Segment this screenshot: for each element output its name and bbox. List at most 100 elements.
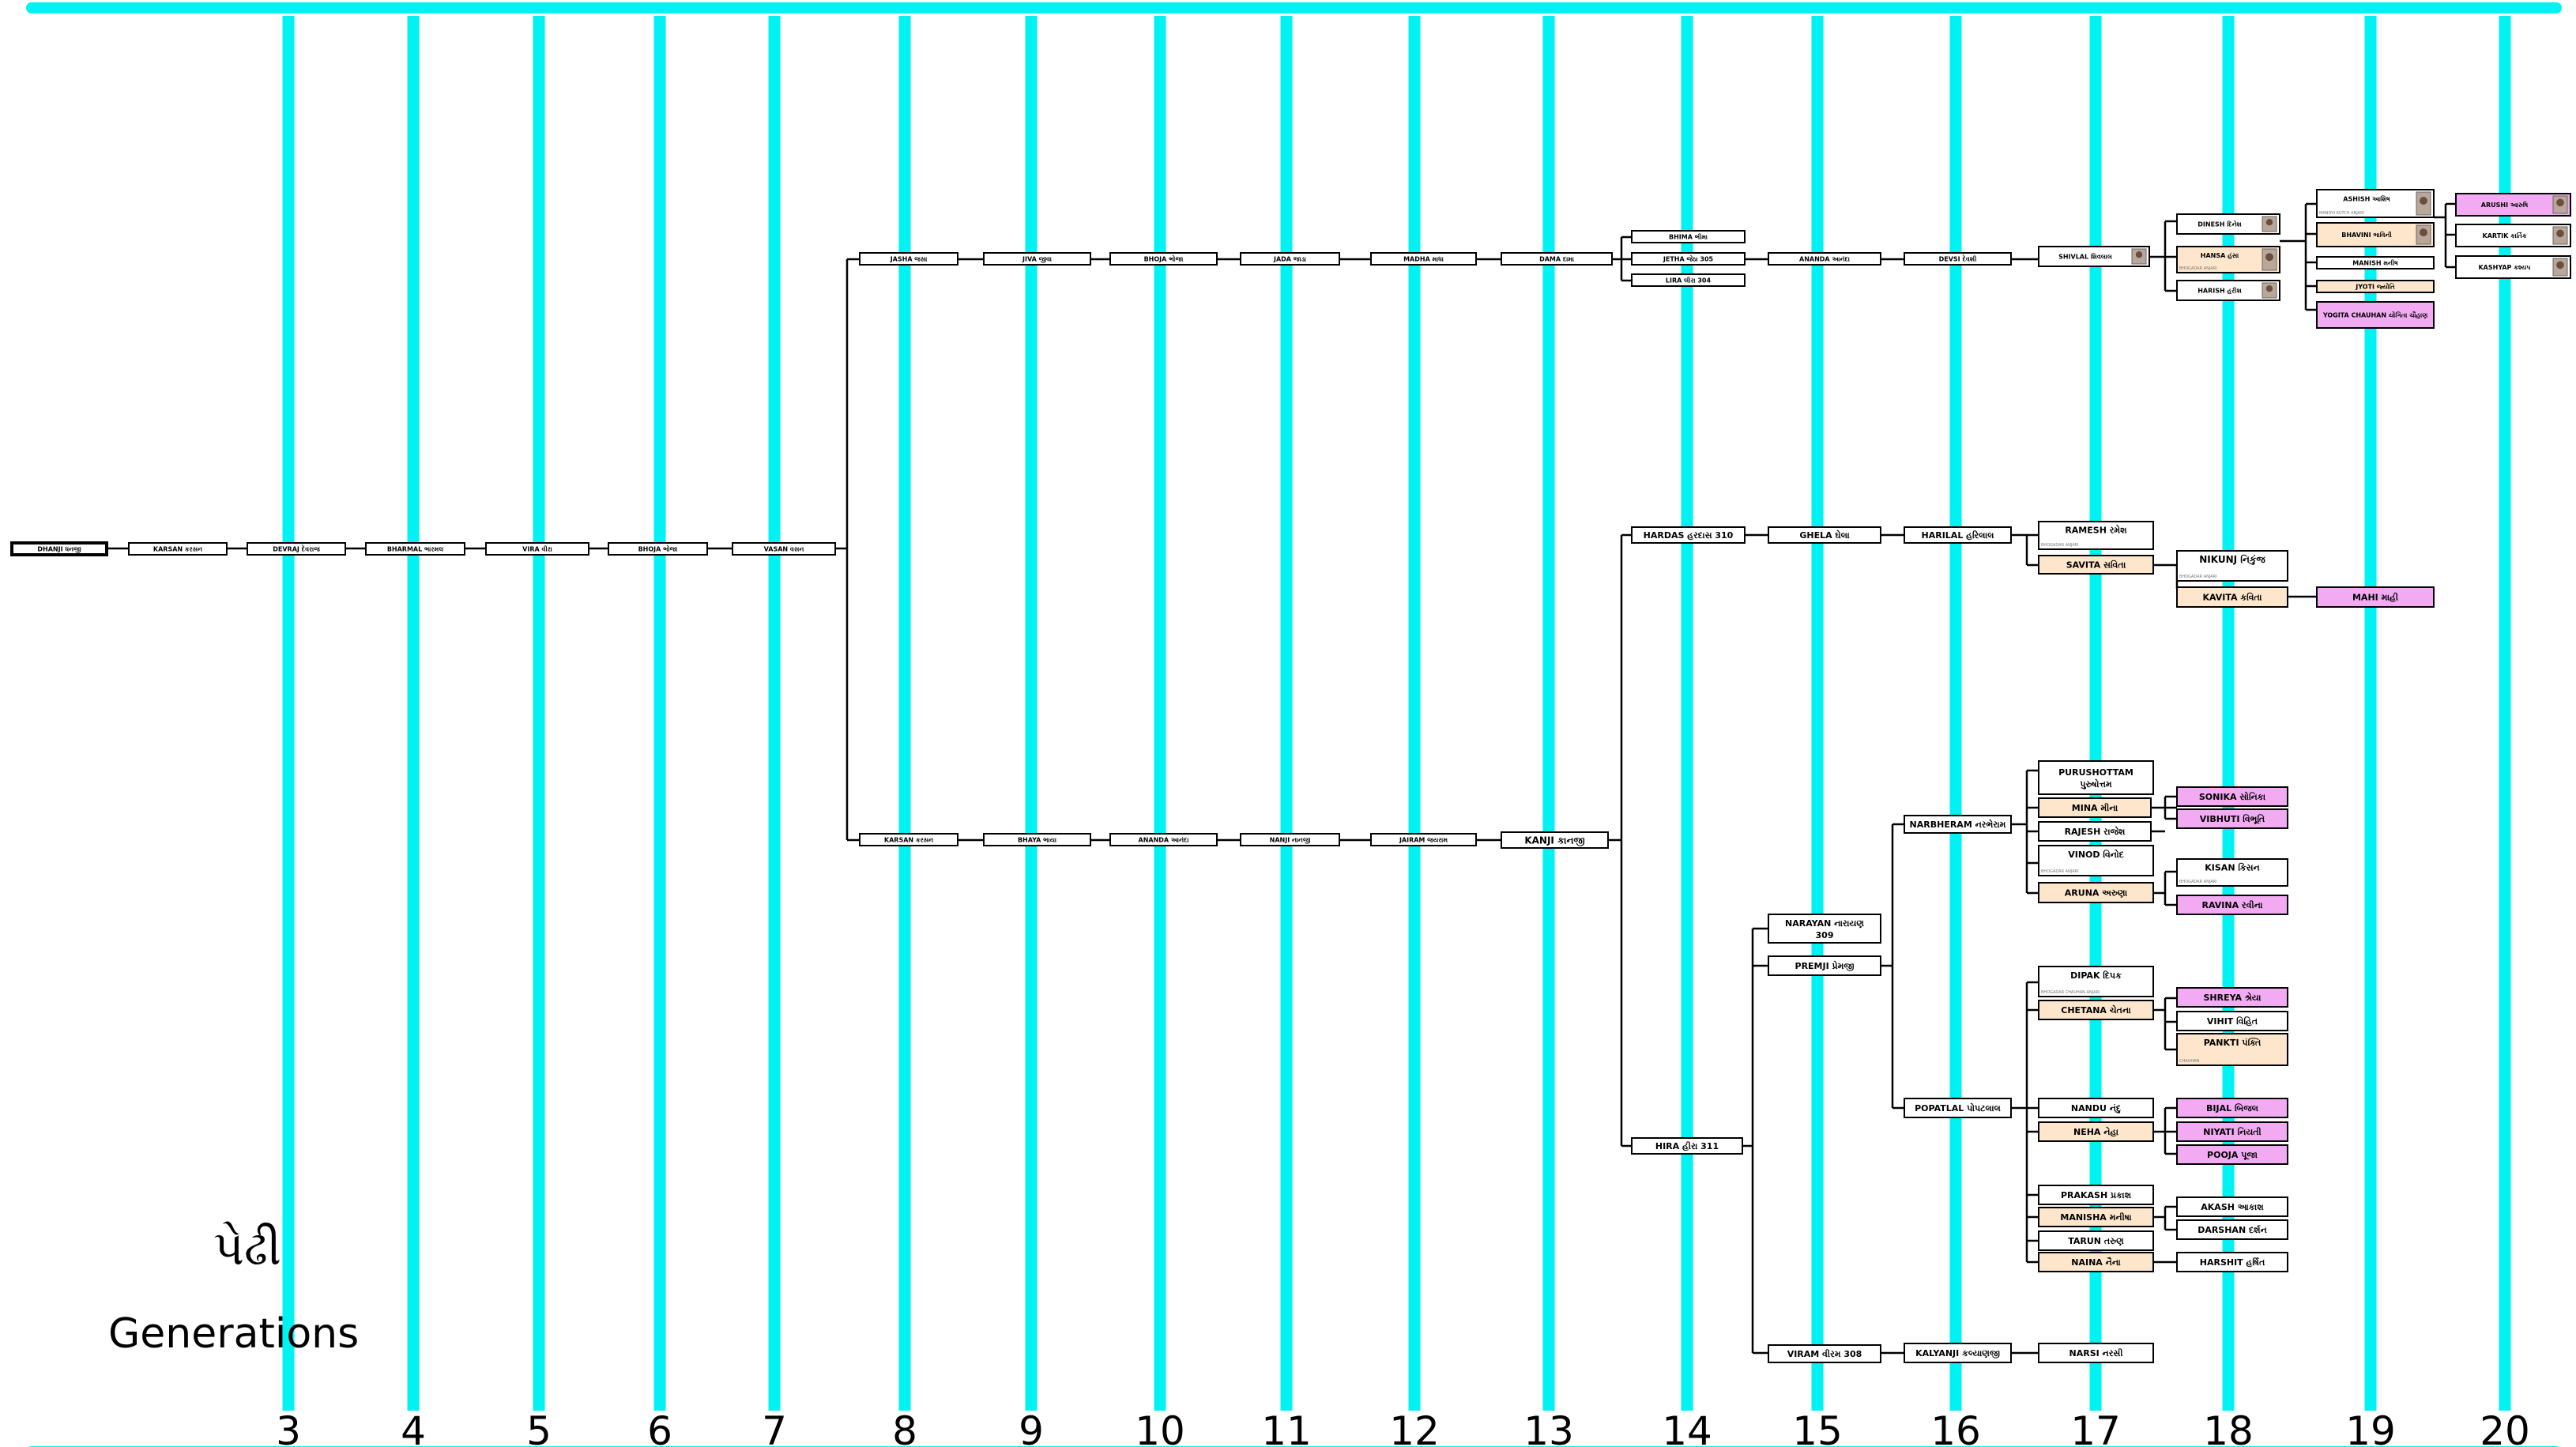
node-kashyap: KASHYAP કશ્યપ <box>2456 256 2570 278</box>
person-note: MANDVI KUTCH ANJARI <box>2319 211 2364 216</box>
node-neha: NEHA નેહા <box>2039 1122 2153 1141</box>
person-name: DAMA દામા <box>1539 255 1574 262</box>
generation-number: 7 <box>762 1408 787 1447</box>
node-akash: AKASH આકાશ <box>2177 1197 2288 1216</box>
person-name: JYOTI જ્યોતિ <box>2355 281 2395 290</box>
node-manish: MANISH મનીષ <box>2317 257 2434 269</box>
node-ananda-gen15: ANANDA આનંદા <box>1768 253 1881 265</box>
node-sonika: SONIKA સોનિકા <box>2177 787 2288 806</box>
node-chetana: CHETANA ચેતના <box>2039 1000 2153 1019</box>
person-name: KARTIK કાર્તિક <box>2483 232 2527 239</box>
person-name: VIBHUTI વિભૂતિ <box>2200 813 2265 825</box>
generation-numbers: 34567891011121314151617181920 <box>276 1408 2530 1447</box>
person-name: YOGITA CHAUHAN યોગિતા ચૌહાણ <box>2322 310 2427 319</box>
node-kisan: KISAN કિસનBHOGADAR ANJARI <box>2177 859 2288 886</box>
node-ravina: RAVINA રવીના <box>2177 895 2288 914</box>
person-name: DEVSI દેવશી <box>1939 254 1977 262</box>
person-name: RAMESH રમેશ <box>2065 525 2127 536</box>
person-note: BHOGADAR ANJARI <box>2041 869 2079 874</box>
person-name: NARSI નરસી <box>2069 1347 2123 1358</box>
node-shreya: SHREYA શ્રેયા <box>2177 988 2288 1007</box>
node-niyati: NIYATI નિયતી <box>2177 1122 2288 1141</box>
person-name: DIPAK દિપક <box>2070 970 2122 981</box>
person-note: BHOGADAR ANJARI <box>2179 880 2217 884</box>
person-name: JASHA જસા <box>890 255 928 262</box>
portrait-head <box>2266 285 2273 292</box>
node-pooja: POOJA પૂજા <box>2177 1145 2288 1164</box>
node-jada: JADA જાડા <box>1241 253 1339 265</box>
person-name: JIVA જીવા <box>1022 255 1052 263</box>
node-hardas: HARDAS હરદાસ 310 <box>1632 527 1745 543</box>
generation-number: 18 <box>2203 1408 2254 1447</box>
legend-english: Generations <box>108 1310 359 1358</box>
person-name: SHIVLAL શિવલાલ <box>2058 252 2112 260</box>
node-nikunj: NIKUNJ નિકુંજ BHOGADAR ANJARI <box>2177 551 2288 581</box>
node-pankti: PANKTI પંક્તિCHAUHAN <box>2177 1034 2288 1065</box>
node-harshit: HARSHIT હર્ષિત <box>2177 1253 2288 1272</box>
node-savita: SAVITA સવિતા <box>2039 556 2153 574</box>
person-name: NIYATI નિયતી <box>2203 1126 2261 1137</box>
person-name: TARUN તરુણ <box>2068 1236 2124 1246</box>
person-name: PREMJI પ્રેમજી <box>1795 960 1855 972</box>
person-note: BHOGADAR ANJARI <box>2041 543 2079 548</box>
portrait-head <box>2420 228 2427 236</box>
node-mina: MINA મીના <box>2039 798 2151 817</box>
node-darshan: DARSHAN દર્શન <box>2177 1220 2288 1239</box>
portrait-head <box>2266 219 2273 225</box>
node-devsi: DEVSI દેવશી <box>1904 253 2011 265</box>
node-popatlal: POPATLAL પોપટલાલ <box>1904 1098 2011 1117</box>
person-name: VIHIT વિહિત <box>2207 1016 2258 1027</box>
person-name: ASHISH આશિષ <box>2343 195 2390 203</box>
generation-number: 8 <box>892 1408 917 1447</box>
node-dama: DAMA દામા <box>1501 253 1612 265</box>
node-harish: HARISH હરીશ <box>2177 281 2280 300</box>
node-ashish: ASHISH આશિષ MANDVI KUTCH ANJARI <box>2317 190 2434 217</box>
node-bhima: BHIMA ભીમા <box>1632 231 1745 243</box>
person-name: NANDU નંદુ <box>2071 1103 2121 1114</box>
node-vihit: VIHIT વિહિત <box>2177 1012 2288 1031</box>
node-prakash: PRAKASH પ્રકાશ <box>2039 1185 2153 1204</box>
person-name: BHAVINI ભાવિની <box>2341 231 2392 239</box>
person-name: NIKUNJ નિકુંજ <box>2199 553 2265 566</box>
person-name: MINA મીના <box>2072 802 2118 813</box>
node-narbheram: NARBHERAM નરભેરામ <box>1904 816 2011 833</box>
node-ramesh: RAMESH રમેશ BHOGADAR ANJARI <box>2039 522 2153 549</box>
generation-number: 16 <box>1930 1408 1981 1447</box>
person-name: BHOJA ભોજા <box>1144 254 1184 262</box>
person-name: LIRA લીરા 304 <box>1666 276 1712 284</box>
node-kavita: KAVITA કવિતા <box>2177 587 2288 607</box>
person-name: GHELA ઘેલા <box>1799 529 1850 541</box>
node-bijal: BIJAL બિજલ <box>2177 1098 2288 1117</box>
person-name: KALYANJI કલ્યાણજી <box>1915 1348 2000 1359</box>
node-mahi: MAHI માહી <box>2317 587 2434 607</box>
person-name: JETHA જેઠા 305 <box>1663 254 1714 262</box>
person-name: CHETANA ચેતના <box>2061 1004 2131 1016</box>
person-name: POOJA પૂજા <box>2207 1150 2258 1161</box>
portrait-head <box>2420 197 2427 205</box>
generation-number: 10 <box>1135 1408 1185 1447</box>
person-name-line2: 309 <box>1816 930 1834 940</box>
person-name: NARAYAN નારાયણ <box>1785 918 1864 929</box>
person-name: HIRA હીરા 311 <box>1655 1140 1719 1151</box>
person-name: BIJAL બિજલ <box>2206 1102 2259 1114</box>
person-note: BHOGADAR ANJARI <box>2179 575 2217 579</box>
person-name: KANJI કાનજી <box>1524 835 1584 846</box>
node-aruna: ARUNA અરુણા <box>2039 883 2153 902</box>
node-ghela: GHELA ઘેલા <box>1768 527 1881 543</box>
person-name: DARSHAN દર્શન <box>2198 1224 2267 1235</box>
portrait-head <box>2556 199 2564 207</box>
portrait-head <box>2556 230 2564 238</box>
node-dinesh: DINESH દિનેશ <box>2177 214 2280 234</box>
node-ananda-gen10: ANANDA આનંદા <box>1110 834 1217 846</box>
person-name: SONIKA સોનિકા <box>2199 791 2266 802</box>
generation-number: 6 <box>647 1408 672 1447</box>
person-name: AKASH આકાશ <box>2201 1202 2264 1212</box>
node-lira: LIRA લીરા 304 <box>1632 274 1745 286</box>
node-manisha: MANISHA મનીષા <box>2039 1208 2153 1227</box>
node-nandu: NANDU નંદુ <box>2039 1098 2153 1117</box>
person-name: KARSAN કરસન <box>884 836 933 843</box>
person-name: DINESH દિનેશ <box>2198 219 2242 228</box>
